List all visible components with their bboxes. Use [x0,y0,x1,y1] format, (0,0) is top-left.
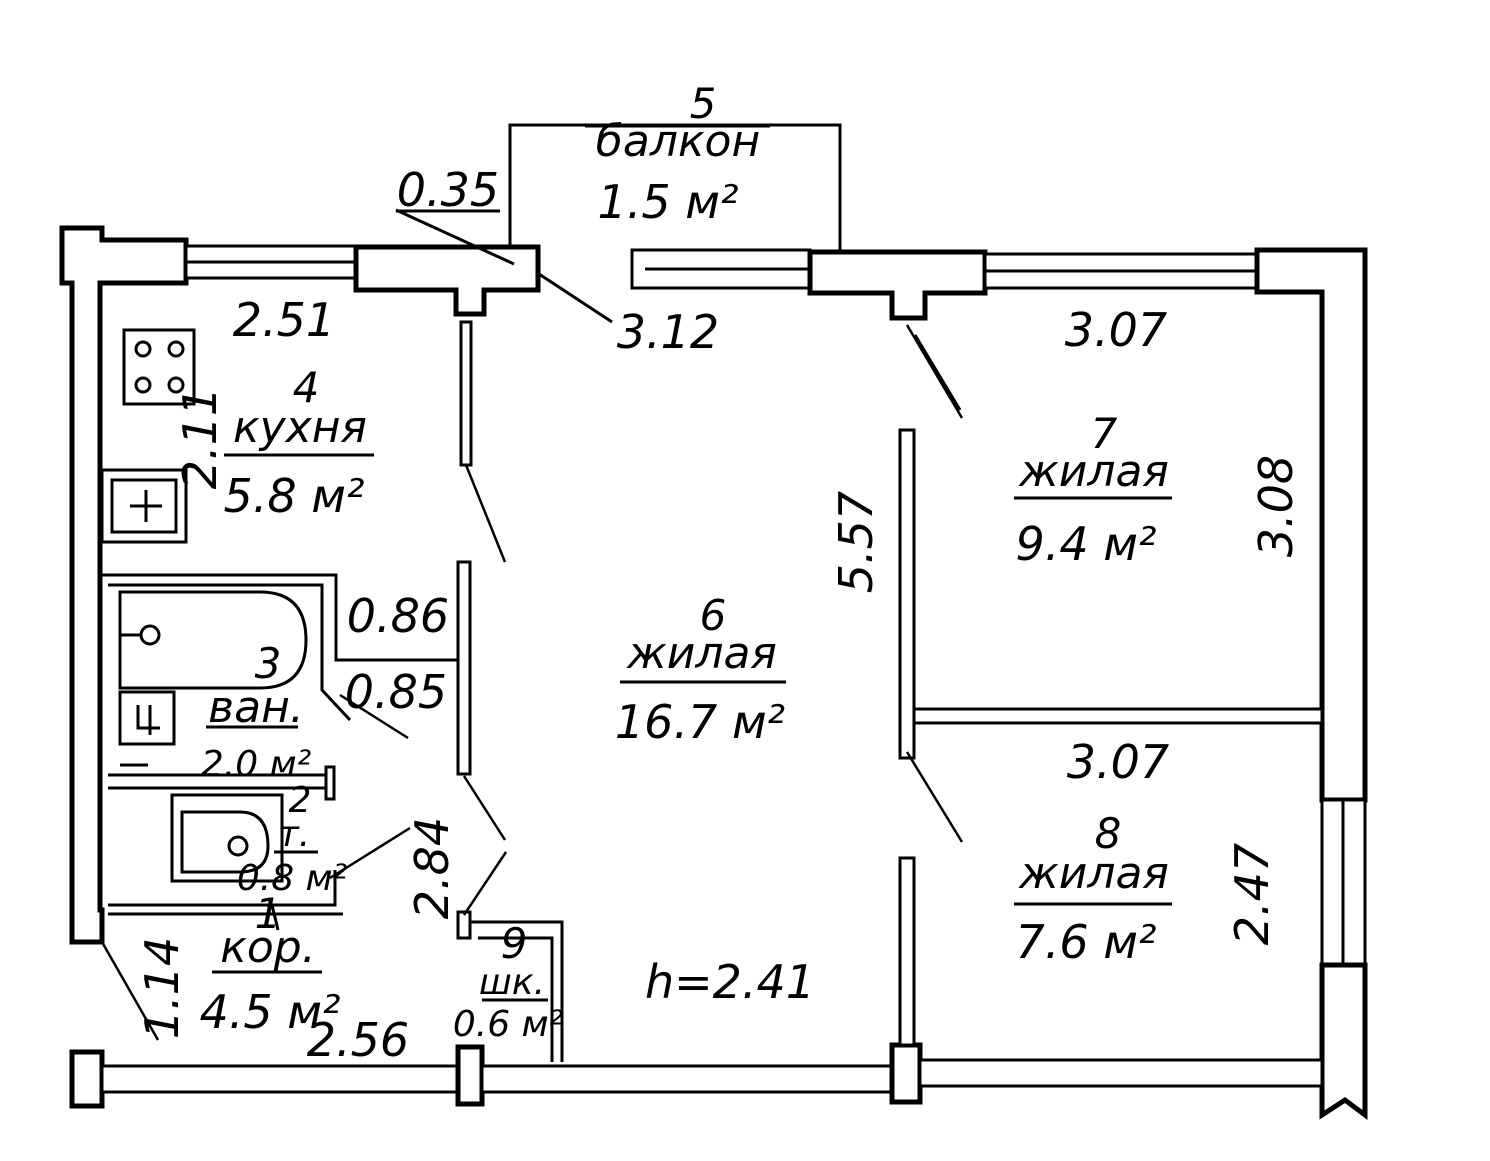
living-number: 6 [700,591,727,640]
dim-living-width: 3.12 [617,305,719,359]
corridor-area: 4.5 м² [200,985,341,1039]
dim-bath-width: 0.86 [347,589,449,643]
leader-balcony-offset [395,208,515,266]
bedroom2-area: 7.6 м² [1016,915,1157,969]
wall-bottom-right [918,1058,1324,1088]
bath-area: 2.0 м² [201,744,311,785]
dim-bedroom2-depth: 2.47 [1225,843,1279,945]
wall-bottom-pier-right [889,1042,923,1105]
kitchen-area: 5.8 м² [224,469,365,523]
leader-corridor [270,904,280,931]
door-kitchen [464,464,507,563]
closet-area: 0.6 м² [453,1004,563,1045]
dim-kitchen-depth: 2.11 [173,387,227,489]
dim-corridor-diag: 1.14 [135,937,189,1039]
wall-left [59,225,189,945]
wall-bottom-left [100,1064,460,1094]
partition-bedroom1-bedroom2 [912,707,1324,725]
door-closet [462,851,508,916]
bedroom1-number: 7 [1091,409,1118,458]
door-bedroom2 [905,751,964,843]
partition-kitchen-living [459,320,473,467]
partition-living-bedroom2 [898,856,916,1047]
sink-icon [100,468,188,544]
balcony-name: балкон [596,116,760,167]
wall-bottom-left-pier [69,1049,105,1109]
leader-living-width [535,270,613,324]
balcony-number: 5 [690,79,717,128]
door-entrance [100,941,160,1041]
toilet-number: 2 [289,780,312,821]
wall-bottom-pier-mid [455,1044,485,1107]
kitchen-number: 4 [293,363,320,412]
partition-kitchen-bath [100,573,458,662]
bathtub-icon [118,590,308,690]
dim-bedroom1-width: 3.07 [1065,303,1167,357]
ceiling-height: h=2.41 [645,955,815,1009]
dim-living-depth: 5.57 [829,491,883,593]
dim-corridor-width: 2.56 [307,1013,409,1067]
closet-number: 9 [501,919,528,968]
dim-balcony-offset: 0.35 [397,163,499,217]
living-area: 16.7 м² [615,695,785,749]
dim-toilet-width: 0.85 [345,665,447,719]
dim-bedroom1-depth: 3.08 [1249,455,1303,557]
dim-corridor-depth: 2.84 [405,817,459,919]
closet-name: шк. [479,962,545,1003]
toilet-icon [170,793,284,883]
stove-icon [122,328,196,406]
corridor-name: кор. [220,922,315,973]
door-living [462,775,507,841]
bedroom2-name: жилая [1018,848,1169,899]
door-bath [339,693,409,740]
toilet-name: т. [278,814,310,855]
living-name: жилая [626,628,777,679]
kitchen-name: кухня [233,402,367,453]
bedroom1-name: жилая [1018,446,1169,497]
closet-inner [478,936,554,1062]
bedroom2-number: 8 [1095,809,1122,858]
closet-outline [470,920,564,1062]
dim-kitchen-width: 2.51 [233,293,335,347]
wall-bottom-mid [480,1064,894,1094]
leader-bedroom1 [913,334,962,411]
partition-bath-living [456,560,472,776]
partition-bath-inner [108,583,352,722]
corridor-number: 1 [255,889,282,938]
partition-living-bedroom [898,428,916,760]
wall-pier-kitchen-living [353,244,541,317]
bath-number: 3 [255,639,282,688]
toilet-area: 0.8 м² [237,858,347,899]
bath-name: ван. [208,682,304,733]
wall-pier-living-bedroom [807,249,988,321]
dim-bedroom2-width: 3.07 [1067,735,1169,789]
washbasin-icon [118,690,176,746]
wall-right-lower [1319,962,1368,1120]
balcony-area: 1.5 м² [598,175,739,229]
bedroom1-area: 9.4 м² [1016,517,1157,571]
partition-bath-toilet-end [324,765,336,801]
closet-post [456,910,472,940]
door-toilet [329,826,411,880]
door-bedroom1 [905,324,964,419]
partition-toilet-corridor [108,870,337,907]
